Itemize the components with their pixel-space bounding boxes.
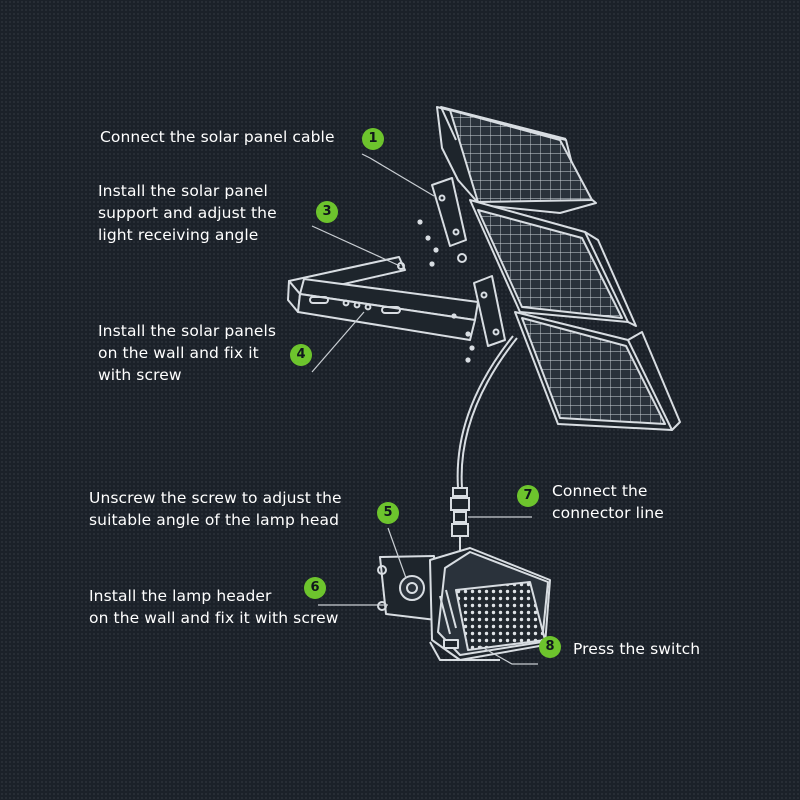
- step-5-text: Unscrew the screw to adjust the suitable…: [89, 489, 342, 529]
- leader-line-1: [361, 153, 435, 197]
- step-4-badge: 4: [290, 344, 312, 366]
- cable: [450, 335, 518, 552]
- leader-lines: [311, 153, 538, 665]
- step-7-text: Connect the connector line: [552, 482, 664, 522]
- solar-panel-bottom: [514, 311, 681, 431]
- step-5-badge: 5: [377, 502, 399, 524]
- step-3-text: Install the solar panel support and adju…: [98, 182, 277, 244]
- leader-line-8: [479, 645, 538, 665]
- solar-panel-array: [436, 106, 681, 431]
- step-6-badge: 6: [304, 577, 326, 599]
- step-1-badge: 1: [362, 128, 384, 150]
- leader-line-5: [387, 527, 407, 579]
- step-3-badge: 3: [316, 201, 338, 223]
- step-8-badge: 8: [539, 636, 561, 658]
- leader-line-4: [311, 311, 365, 373]
- step-4-text: Install the solar panels on the wall and…: [98, 322, 277, 384]
- lamp-head: [377, 547, 551, 661]
- mounting-bracket: [287, 177, 506, 347]
- step-8-text: Press the switch: [573, 640, 701, 658]
- step-1-text: Connect the solar panel cable: [100, 128, 335, 146]
- screws: [417, 219, 475, 363]
- step-6-text: Install the lamp header on the wall and …: [89, 587, 339, 627]
- leader-line-3: [311, 225, 401, 267]
- step-7-badge: 7: [517, 485, 539, 507]
- solar-panel-middle: [469, 199, 637, 327]
- solar-panel-top: [436, 106, 597, 214]
